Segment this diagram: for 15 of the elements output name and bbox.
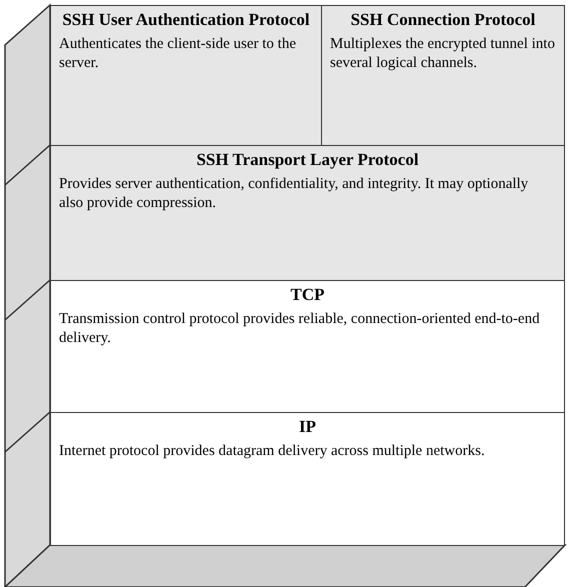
protocol-layer-box [321,5,565,146]
layer-description: Transmission control protocol provides reliable, connection-oriented end-to-end delivery. [59,310,541,348]
layer-title: TCP [290,285,326,304]
protocol-layer-box [50,5,322,146]
layer-title: SSH Connection Protocol [350,10,536,29]
protocol-layer-box [50,280,565,413]
layer-description: Internet protocol provides datagram delivery across multiple networks. [59,442,486,461]
layer-description: Authenticates the client-side user to the server. [59,35,298,73]
layer-description: Provides server authentication, confidentiality, and integrity. It may optionally also provide compression. [59,175,530,213]
layer-description: Multiplexes the encrypted tunnel into several logical channels. [330,35,556,73]
layer-title: SSH Transport Layer Protocol [195,150,420,169]
layer-title: IP [298,417,317,436]
layer-title: SSH User Authentication Protocol [61,10,311,29]
protocol-layer-box [50,145,565,281]
protocol-layer-box [50,412,565,546]
